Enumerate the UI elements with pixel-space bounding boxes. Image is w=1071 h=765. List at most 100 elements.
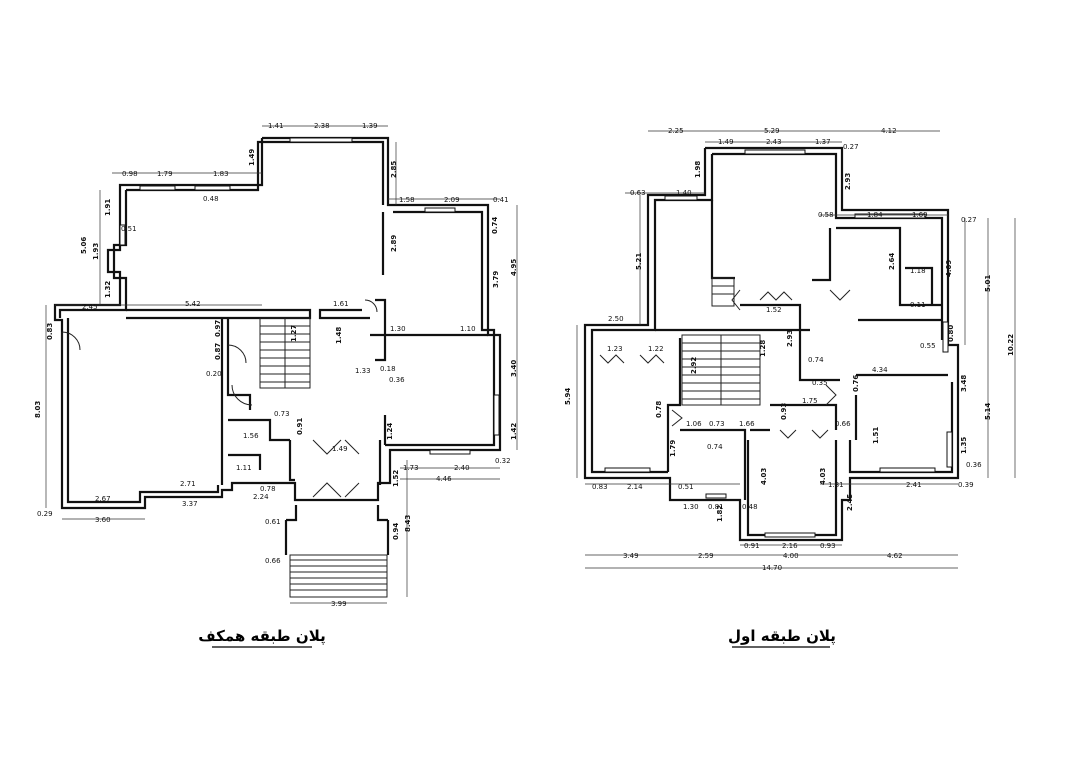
- plan-titles: پلان طبقه همکف پلان طبقه اول: [198, 627, 836, 648]
- ff-dim-h: 1.84: [867, 211, 883, 219]
- first-horizontal-dims: 2.25 5.29 4.12 1.49 2.43 1.37 0.27 0.63 …: [592, 127, 982, 572]
- ff-dim-h: 0.51: [678, 483, 694, 491]
- ff-dim-h: 0.81: [708, 503, 724, 511]
- ff-dim-h: 14.70: [762, 564, 782, 572]
- ff-dim-v: 2.93: [844, 173, 852, 190]
- gf-dim-v: 1.42: [510, 423, 518, 440]
- first-vertical-dims: 1.98 2.93 5.21 2.64 4.09 5.01 10.22 0.80…: [564, 161, 1015, 522]
- ff-dim-h: 2.43: [766, 138, 782, 146]
- first-floor-title: پلان طبقه اول: [728, 627, 836, 646]
- ff-dim-h: 1.81: [828, 481, 844, 489]
- ff-dim-h: 1.23: [607, 345, 623, 353]
- ff-dim-h: 1.69: [912, 211, 928, 219]
- gf-dim-h: 1.83: [213, 170, 229, 178]
- first-inner-wall-16: [848, 382, 954, 474]
- gf-dim-h: 1.73: [403, 464, 419, 472]
- gf-dim-v: 0.97: [214, 320, 222, 337]
- first-floor-plan: 2.25 5.29 4.12 1.49 2.43 1.37 0.27 0.63 …: [564, 127, 1016, 572]
- ff-dim-h: 4.00: [783, 552, 799, 560]
- ff-dim-h: 1.40: [676, 189, 692, 197]
- ground-vertical-dims: 1.49 2.85 1.91 5.06 1.93 1.32 2.89 0.74 …: [34, 149, 518, 540]
- first-inner-wall-4: [812, 228, 832, 282]
- ff-dim-v: 1.82: [716, 505, 724, 522]
- first-inner-wall-3: [710, 200, 735, 280]
- gf-dim-h: 2.24: [253, 493, 269, 501]
- ground-stairs: [259, 317, 311, 389]
- ff-dim-v: 1.98: [694, 161, 702, 178]
- ground-inner-wall-6: [385, 210, 496, 447]
- ff-dim-v: 2.93: [786, 330, 794, 347]
- first-inner-wall-8: [740, 303, 840, 382]
- ff-dim-h: 0.27: [961, 216, 977, 224]
- ff-dim-h: 0.66: [835, 420, 851, 428]
- ff-dim-h: 1.52: [766, 306, 782, 314]
- gf-dim-v: 2.85: [390, 161, 398, 178]
- gf-dim-h: 1.49: [332, 445, 348, 453]
- gf-dim-v: 1.93: [92, 243, 100, 260]
- gf-dim-h: 1.39: [362, 122, 378, 130]
- gf-dim-h: 1.10: [460, 325, 476, 333]
- gf-dim-h: 0.32: [495, 457, 511, 465]
- first-inner-wall-1: [712, 152, 944, 340]
- first-dimension-lines: [576, 130, 1016, 569]
- ff-dim-h: 2.16: [782, 542, 798, 550]
- ff-dim-v: 4.09: [945, 260, 953, 277]
- gf-dim-h: 1.79: [157, 170, 173, 178]
- ground-windows: [119, 137, 500, 455]
- ground-dimension-lines: [45, 125, 518, 604]
- first-stairs: [681, 277, 761, 406]
- gf-dim-v: 1.48: [335, 327, 343, 344]
- ff-dim-h: 0.91: [744, 542, 760, 550]
- ff-dim-h: 0.36: [966, 461, 982, 469]
- gf-dim-h: 0.36: [389, 376, 405, 384]
- ff-dim-h: 4.34: [872, 366, 888, 374]
- ff-dim-h: 0.83: [592, 483, 608, 491]
- ground-floor-title: پلان طبقه همکف: [198, 627, 325, 646]
- gf-dim-v: 1.24: [386, 423, 394, 440]
- ff-dim-h: 2.25: [668, 127, 684, 135]
- ground-inner-wall-3: [66, 318, 220, 504]
- ff-dim-h: 0.58: [818, 211, 834, 219]
- ff-dim-h: 4.62: [887, 552, 903, 560]
- ground-partition-8: [375, 298, 387, 362]
- gf-dim-h: 0.61: [265, 518, 281, 526]
- ff-dim-h: 0.55: [920, 342, 936, 350]
- ff-dim-h: 0.73: [709, 420, 725, 428]
- ff-dim-v: 5.14: [984, 403, 992, 420]
- gf-dim-h: 0.78: [260, 485, 276, 493]
- ground-inner-wall-4: [126, 308, 312, 320]
- gf-dim-v: 0.83: [46, 323, 54, 340]
- first-doors: [599, 289, 851, 439]
- gf-dim-v: 1.27: [290, 325, 298, 342]
- gf-dim-v: 5.06: [80, 237, 88, 254]
- gf-dim-h: 0.41: [493, 196, 509, 204]
- ff-dim-v: 0.76: [852, 375, 860, 392]
- gf-dim-v: 4.95: [510, 259, 518, 276]
- ff-dim-v: 2.64: [888, 253, 896, 270]
- gf-dim-v: 8.43: [404, 515, 412, 532]
- ff-dim-h: 2.59: [698, 552, 714, 560]
- ground-floor-outer-wall: [53, 136, 502, 510]
- ground-partition-7: [318, 308, 370, 320]
- ff-dim-v: 1.51: [872, 427, 880, 444]
- gf-dim-v: 1.32: [104, 281, 112, 298]
- gf-dim-h: 4.46: [436, 475, 452, 483]
- ff-dim-h: 0.48: [742, 503, 758, 511]
- gf-dim-h: 1.11: [236, 464, 252, 472]
- ff-dim-h: 2.14: [627, 483, 643, 491]
- ff-dim-h: 0.39: [958, 481, 974, 489]
- ground-entrance-steps: [284, 505, 390, 598]
- gf-dim-h: 3.60: [95, 516, 111, 524]
- gf-dim-h: 2.38: [314, 122, 330, 130]
- gf-dim-h: 1.41: [268, 122, 284, 130]
- first-inner-wall-13: [770, 403, 838, 430]
- gf-dim-h: 0.48: [203, 195, 219, 203]
- ff-dim-v: 2.92: [690, 357, 698, 374]
- ff-dim-h: 0.74: [707, 443, 723, 451]
- gf-dim-v: 1.52: [392, 470, 400, 487]
- gf-dim-h: 1.61: [333, 300, 349, 308]
- gf-dim-v: 1.49: [248, 149, 256, 166]
- ff-dim-h: 2.50: [608, 315, 624, 323]
- gf-dim-h: 0.18: [380, 365, 396, 373]
